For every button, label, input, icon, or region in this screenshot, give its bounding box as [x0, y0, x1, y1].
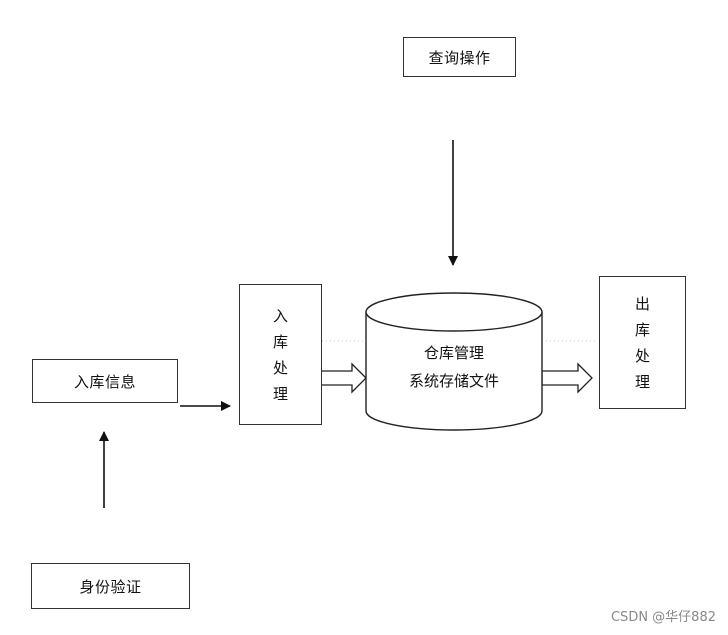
inbound-info-label: 入库信息 — [73, 372, 136, 391]
storage-label-line2: 系统存储文件 — [408, 372, 499, 390]
identity-verify-label: 身份验证 — [79, 577, 142, 596]
storage-cylinder — [365, 292, 543, 431]
outbound-process-box: 出 库 处 理 — [599, 276, 686, 409]
inbound-process-box: 入 库 处 理 — [239, 284, 322, 425]
outbound-process-char: 理 — [634, 372, 650, 391]
inbound-process-char: 理 — [272, 384, 288, 403]
identity-verify-box: 身份验证 — [31, 563, 190, 609]
storage-to-outbound-block-arrow — [541, 362, 593, 394]
query-operation-label: 查询操作 — [428, 48, 491, 67]
process-to-storage-block-arrow — [317, 362, 367, 394]
outbound-process-char: 库 — [634, 320, 650, 339]
inbound-info-box: 入库信息 — [32, 359, 178, 403]
inbound-process-char: 处 — [272, 358, 288, 377]
storage-label-line1: 仓库管理 — [423, 344, 484, 362]
watermark: CSDN @华仔882 — [610, 610, 716, 625]
outbound-process-char: 出 — [634, 294, 650, 313]
inbound-process-char: 库 — [272, 332, 288, 351]
query-operation-box: 查询操作 — [403, 37, 516, 77]
outbound-process-char: 处 — [634, 346, 650, 365]
inbound-process-char: 入 — [272, 306, 288, 325]
